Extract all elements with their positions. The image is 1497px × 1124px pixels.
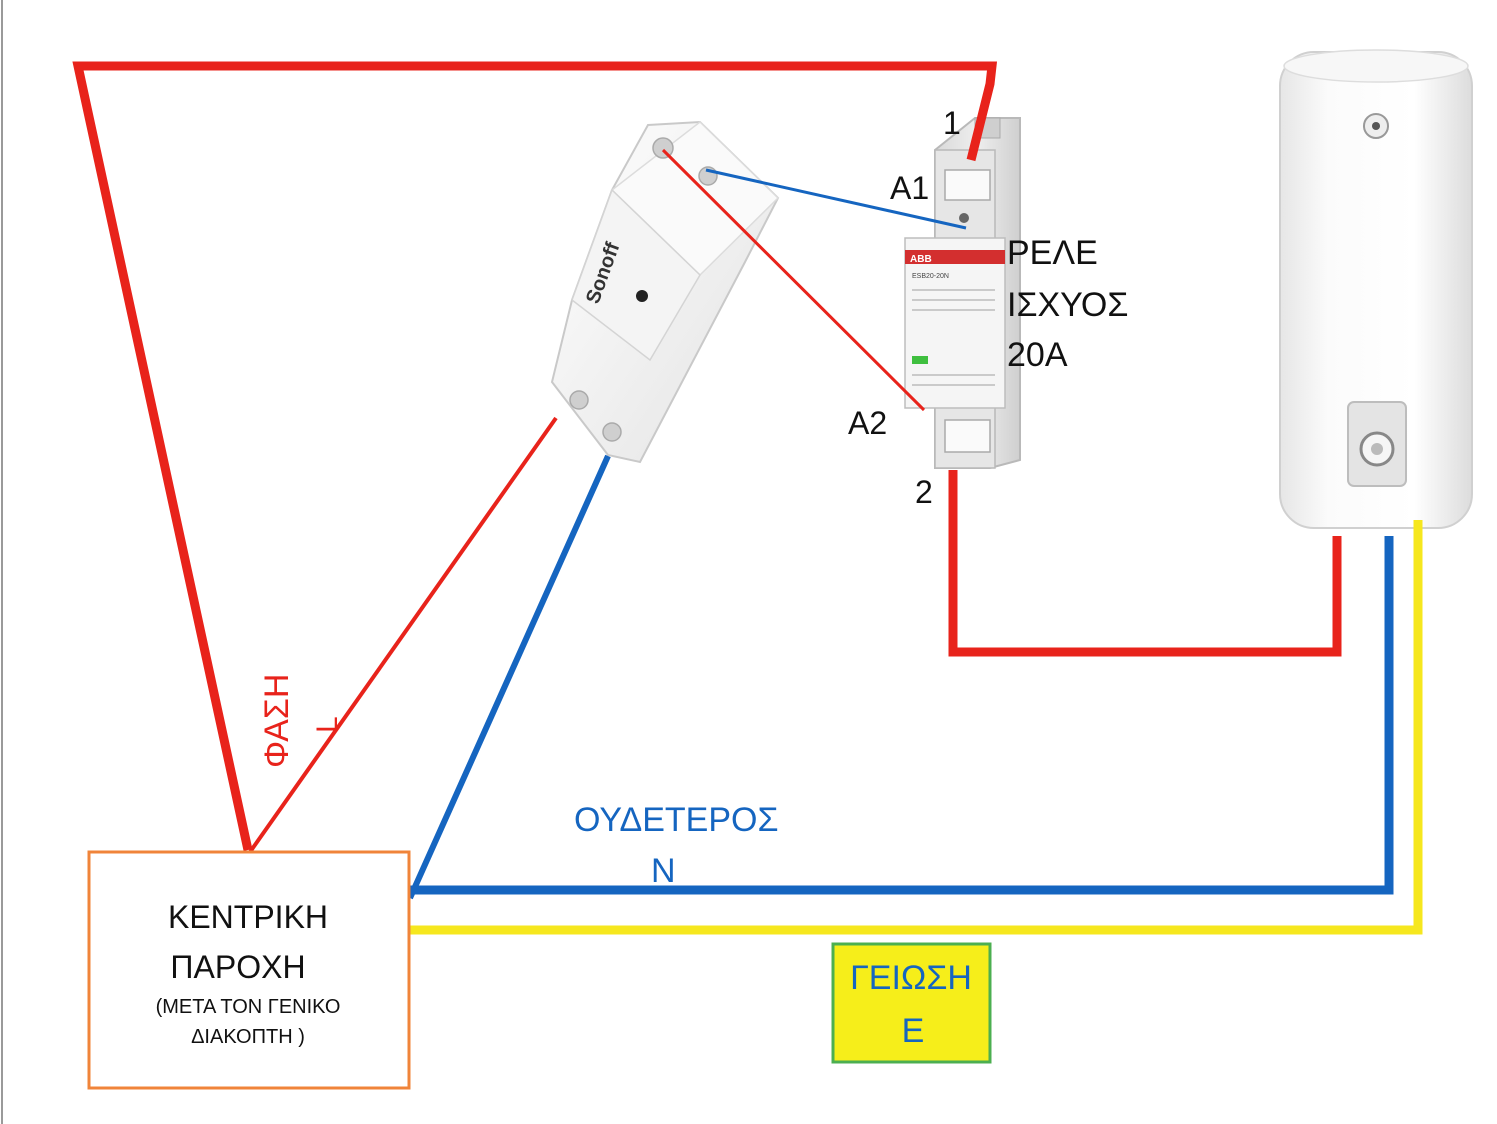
relay-title-line2: ΙΣΧΥΟΣ <box>1007 286 1128 324</box>
phase-label: ΦΑΣΗ <box>258 674 296 768</box>
contactor-relay-icon: ABB ESB20-20N <box>904 117 1021 469</box>
supply-note-line1: (ΜΕΤΑ ΤΟΝ ΓΕΝΙΚΟ <box>156 996 341 1018</box>
neutral-wire-a1 <box>705 168 967 230</box>
phase-wire-boiler <box>948 470 1342 657</box>
relay-title-line1: ΡΕΛΕ <box>1007 234 1098 272</box>
neutral-wire-boiler <box>408 536 1394 895</box>
relay-brand-label: ABB <box>910 254 932 265</box>
terminal-1-label: 1 <box>943 105 961 141</box>
relay-model-label: ESB20-20N <box>912 273 949 280</box>
neutral-label: ΟΥΔΕΤΕΡΟΣ <box>574 801 778 839</box>
phase-wire-sonoff <box>248 416 558 854</box>
supply-title-line2: ΠΑΡΟΧΗ <box>170 949 305 985</box>
earth-wire-boiler <box>408 520 1423 935</box>
earth-symbol-label: E <box>902 1012 925 1050</box>
main-supply-box <box>87 850 411 1090</box>
earth-label: ΓΕΙΩΣΗ <box>850 959 972 997</box>
supply-title-line1: ΚΕΝΤΡΙΚΗ <box>168 899 328 935</box>
terminal-a2-label: A2 <box>848 405 887 441</box>
water-heater-icon <box>1279 49 1473 529</box>
neutral-symbol-label: N <box>651 852 676 890</box>
terminal-a1-label: A1 <box>890 170 929 206</box>
neutral-wire-sonoff <box>407 454 611 900</box>
earth-label-box <box>831 942 992 1064</box>
phase-wire-main <box>72 61 998 851</box>
switched-wire-a2 <box>661 148 926 412</box>
terminal-2-label: 2 <box>915 474 933 510</box>
phase-symbol-label: L <box>311 716 344 733</box>
relay-title-line3: 20A <box>1007 336 1068 374</box>
smart-switch-icon: Sonoff <box>550 120 780 464</box>
supply-note-line2: ΔΙΑΚΟΠΤΗ ) <box>191 1026 305 1048</box>
